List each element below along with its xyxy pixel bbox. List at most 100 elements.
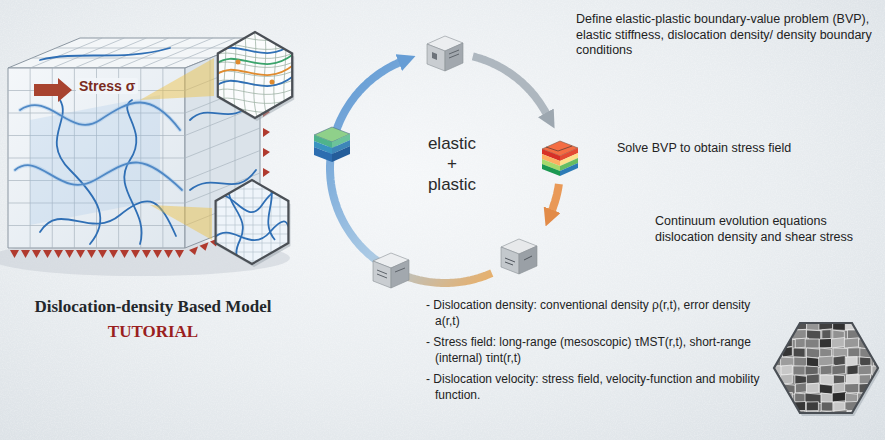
grey-box-icon xyxy=(373,253,409,288)
grid-line xyxy=(8,225,185,226)
grain xyxy=(822,330,831,339)
grain xyxy=(805,311,820,321)
support-triangle xyxy=(164,250,173,258)
grain xyxy=(873,383,885,393)
grid-line xyxy=(52,38,124,68)
grid-line xyxy=(208,207,296,208)
grid-line xyxy=(262,178,263,266)
node-dot xyxy=(270,80,275,85)
support-triangle xyxy=(98,250,107,258)
support-triangle xyxy=(21,250,30,258)
grid-line xyxy=(56,48,233,49)
grain xyxy=(844,420,860,430)
grain xyxy=(767,321,779,331)
grain xyxy=(844,338,858,348)
grid-line xyxy=(253,178,254,266)
grain xyxy=(780,321,792,331)
grain xyxy=(831,312,848,322)
grain xyxy=(873,375,885,384)
grain xyxy=(781,365,792,375)
mesh-line xyxy=(224,30,228,120)
grain xyxy=(768,392,781,402)
grid-line xyxy=(208,178,209,266)
grain xyxy=(846,311,861,321)
grain xyxy=(832,338,845,348)
support-triangle xyxy=(87,250,96,258)
grain xyxy=(846,375,858,384)
grain xyxy=(833,356,845,366)
grain xyxy=(781,410,795,420)
support-triangle xyxy=(263,128,270,137)
cycle-arrow xyxy=(330,61,492,283)
support-triangle xyxy=(10,250,19,258)
grid-line xyxy=(208,189,296,190)
step-text: Continuum evolution equations dislocatio… xyxy=(655,214,881,245)
support-triangle xyxy=(153,250,162,258)
grain xyxy=(807,348,821,358)
hex-fill xyxy=(774,323,878,413)
grain xyxy=(833,383,846,393)
grain xyxy=(769,330,782,340)
grain xyxy=(848,348,861,357)
grid-line xyxy=(97,38,169,68)
dislocation-line xyxy=(212,191,294,215)
grain xyxy=(769,411,780,421)
surface-curve xyxy=(214,74,296,88)
step-icon xyxy=(497,234,541,278)
grid-line xyxy=(208,216,296,217)
grain xyxy=(793,348,805,357)
support-triangle xyxy=(175,250,184,258)
grain xyxy=(806,402,818,411)
process-step: Solve BVP to obtain stress field xyxy=(538,136,582,180)
cycle-arrow xyxy=(473,56,548,115)
grain xyxy=(832,392,846,402)
grain xyxy=(846,357,857,366)
step-text: Define elastic-plastic boundary-value pr… xyxy=(576,12,876,59)
grain xyxy=(872,411,885,421)
grain xyxy=(795,383,806,393)
grain xyxy=(769,339,779,349)
subtitle: TUTORIAL xyxy=(14,322,292,342)
title: Dislocation-density Based Model xyxy=(14,297,292,317)
grain xyxy=(834,410,847,420)
support-triangle xyxy=(76,250,85,258)
grain xyxy=(782,420,793,429)
grain xyxy=(805,339,819,348)
grain xyxy=(859,411,874,421)
support-triangle xyxy=(120,250,129,258)
hex-content xyxy=(210,30,300,120)
grain xyxy=(871,320,885,330)
grain xyxy=(832,365,846,375)
hex-outline xyxy=(218,32,292,118)
grain xyxy=(793,366,807,375)
grain xyxy=(822,420,832,430)
grid-line xyxy=(208,225,296,226)
support-triangle xyxy=(54,250,63,258)
support-triangle xyxy=(142,250,151,258)
bullet-item: - Stress field: long-range (mesoscopic) … xyxy=(426,335,764,367)
grid-line xyxy=(74,38,146,68)
grid-line xyxy=(185,151,260,181)
process-step: Continuum evolution equations dislocatio… xyxy=(497,234,541,278)
hex-outline xyxy=(774,323,878,413)
inset-hexagon xyxy=(210,30,300,121)
cycle-center-label: elastic + plastic xyxy=(412,134,492,195)
mesh-line xyxy=(294,30,298,120)
support-triangle xyxy=(263,148,270,157)
stress-label: Stress σ xyxy=(76,78,138,94)
grain xyxy=(794,312,806,322)
support-triangle xyxy=(109,250,118,258)
grain xyxy=(872,401,885,411)
slip-plane xyxy=(30,95,160,225)
grain xyxy=(819,312,834,321)
grain xyxy=(874,311,885,321)
grid-line xyxy=(226,178,227,266)
surface-curve xyxy=(214,52,296,66)
support-triangle xyxy=(200,242,209,251)
grid-line xyxy=(208,243,296,244)
grain xyxy=(769,420,781,429)
grain xyxy=(769,348,781,357)
step-icon xyxy=(538,136,582,180)
